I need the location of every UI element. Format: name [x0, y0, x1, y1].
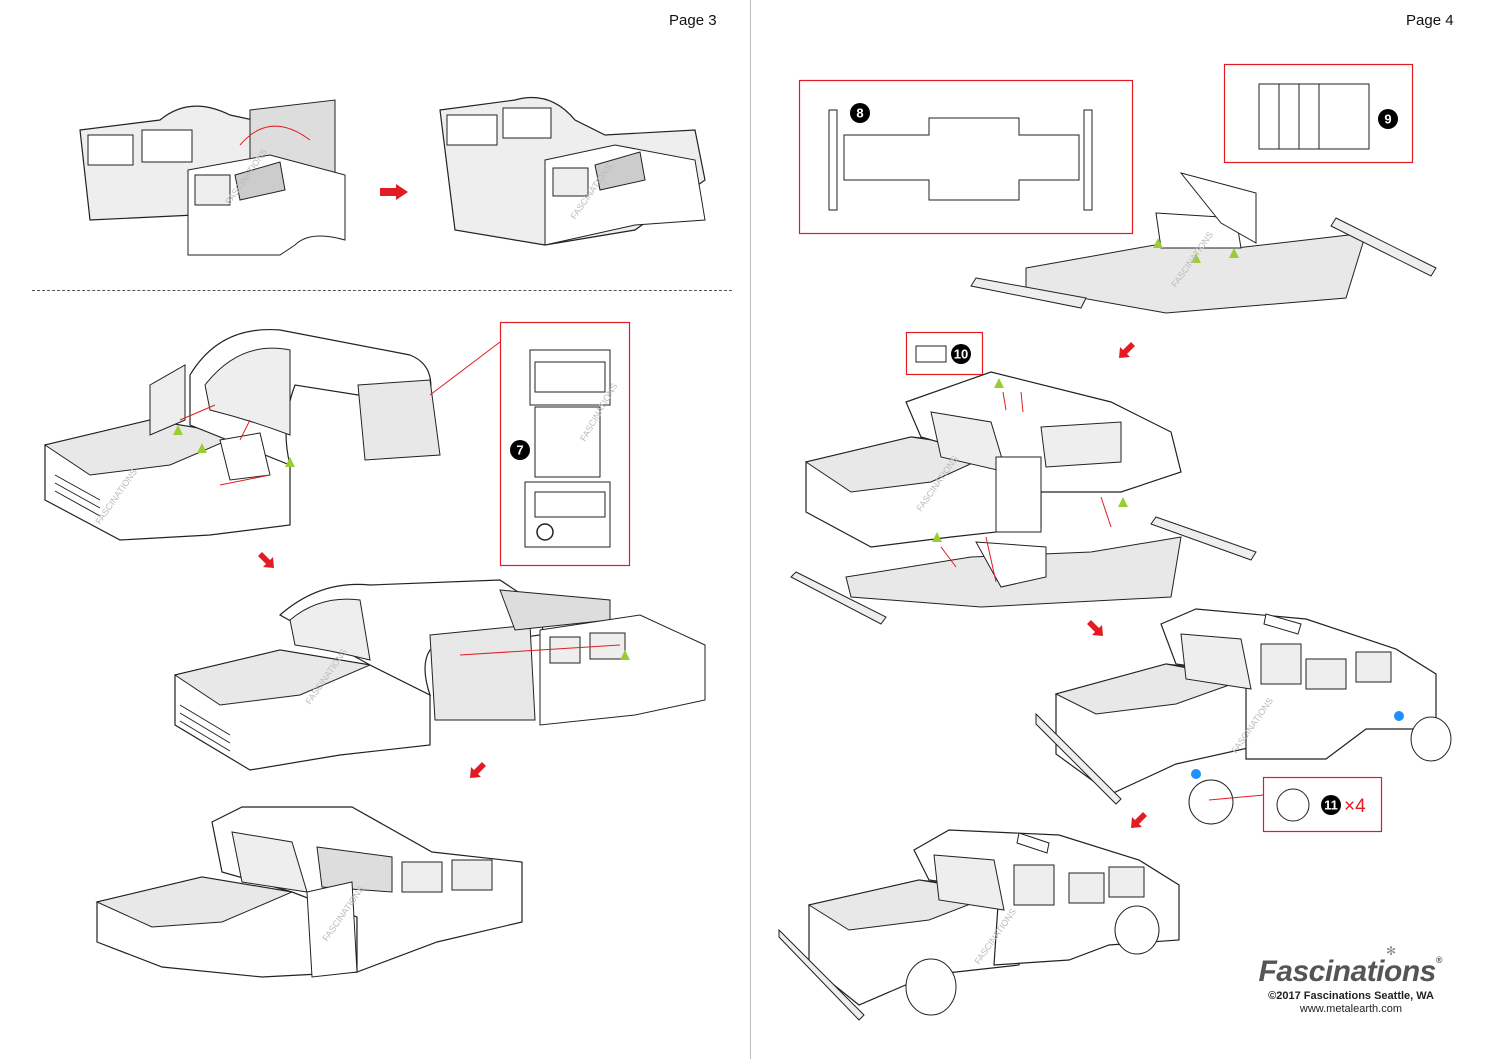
step-7-number: 7: [516, 443, 523, 458]
step-10-callout: 10: [905, 331, 984, 376]
chassis-seat-assembly: FASCINATIONS: [970, 172, 1437, 314]
step-8-number: 8: [856, 106, 863, 121]
atom-icon: ✻: [1385, 944, 1396, 958]
section-divider: [32, 290, 732, 291]
registered-mark-icon: ®: [1435, 955, 1443, 965]
brand-name: Fascinations: [1258, 955, 1436, 988]
arrow-down: [258, 552, 274, 568]
arrow-right: [380, 184, 408, 200]
copyright: ©2017 Fascinations Seattle, WA: [1268, 990, 1434, 1002]
website: www.metalearth.com: [1299, 1003, 1402, 1015]
page-4: Page 4 8 9 FASCINATIONS 1: [751, 0, 1500, 1059]
step-7-result: FASCINATIONS: [173, 579, 706, 771]
side-panel-assembly-after: FASCINATIONS: [439, 96, 706, 246]
step-8-callout: 8: [798, 79, 1134, 235]
body-over-chassis: FASCINATIONS: [790, 371, 1257, 625]
arrow-down: [1119, 342, 1135, 358]
page-number: Page 4: [1406, 12, 1454, 29]
page-3: Page 3 FASCINATIONS FASCINATIONS: [32, 12, 732, 978]
page-3-final-assembly: FASCINATIONS: [95, 806, 523, 978]
step-11-quantity: ×4: [1344, 796, 1366, 817]
arrow-down: [1131, 812, 1147, 828]
completed-car: FASCINATIONS: [778, 829, 1180, 1021]
step-11-number: 11: [1324, 798, 1338, 813]
brand-logo: Fascinations®: [1258, 955, 1442, 989]
wheel-attachment: FASCINATIONS: [1035, 608, 1452, 825]
page-divider: [750, 0, 751, 1059]
callout-line: [1208, 794, 1265, 801]
step-7-callout: 7 FASCINATIONS: [499, 321, 631, 567]
step-11-callout: 11 ×4: [1262, 776, 1383, 833]
page-number: Page 3: [669, 12, 717, 29]
arrow-down: [1087, 620, 1103, 636]
side-panel-assembly-before: FASCINATIONS: [79, 99, 346, 256]
step-7-body-assembly: FASCINATIONS: [43, 328, 441, 541]
step-9-number: 9: [1384, 112, 1391, 127]
callout-line: [429, 341, 501, 396]
step-9-callout: 9: [1223, 63, 1414, 164]
arrow-down: [470, 762, 486, 778]
step-10-number: 10: [954, 347, 968, 362]
